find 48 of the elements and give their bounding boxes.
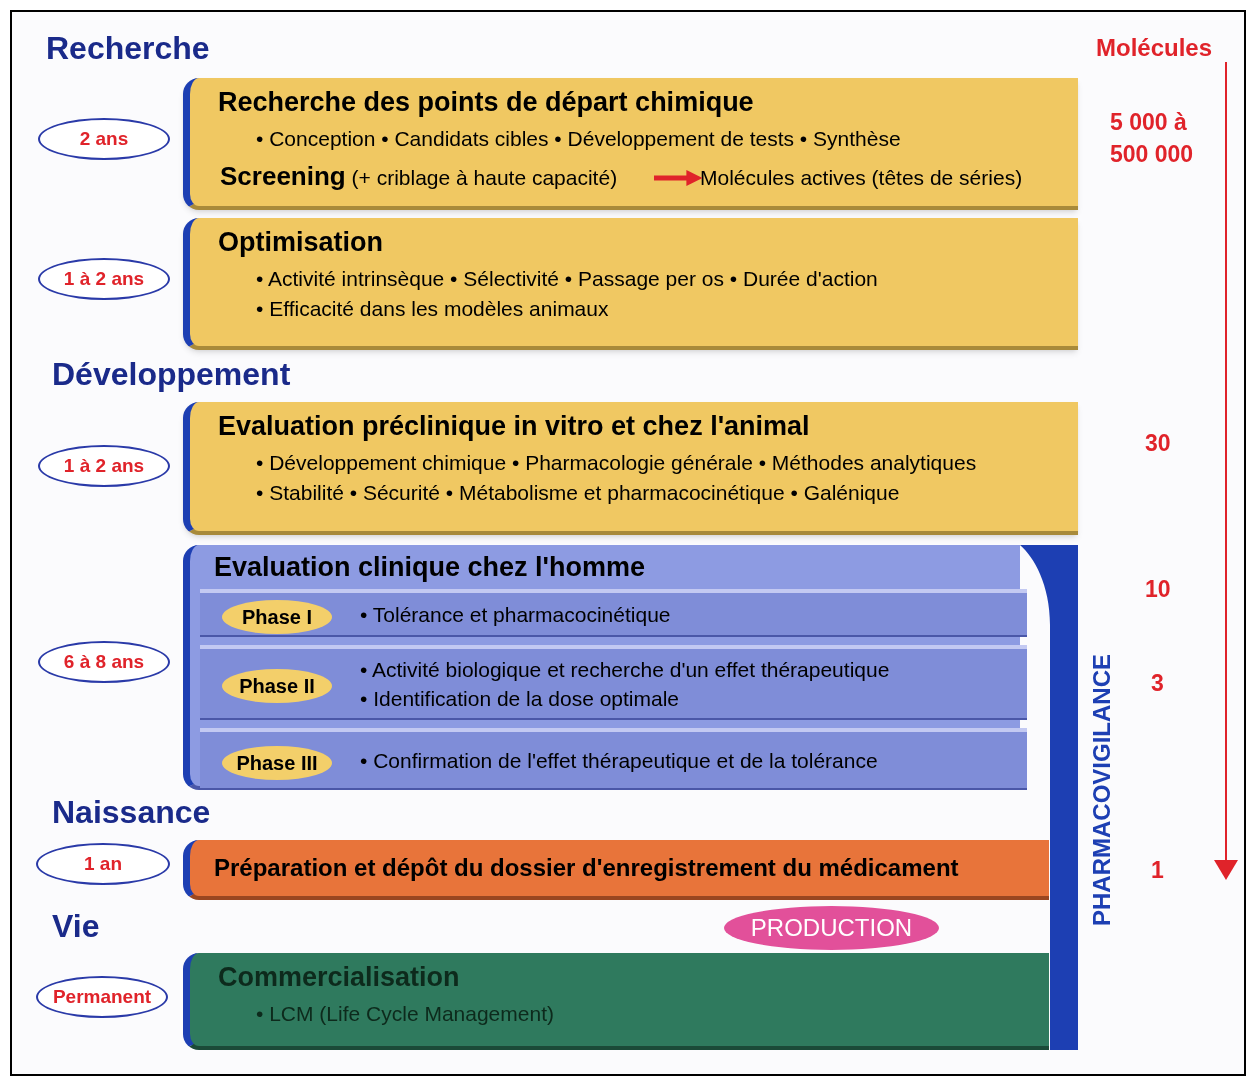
bullet-text: • Conception • Candidats cibles • Développement de tests • Synthèse (255, 126, 902, 152)
vertical-label: PHARMACOVIGILANCE (1087, 654, 1116, 926)
stage-title: Evaluation clinique chez l'homme (214, 551, 646, 584)
section-heading: Recherche (46, 29, 210, 68)
phase-band (200, 728, 1027, 790)
duration-label: 1 à 2 ans (63, 266, 145, 291)
bullet-text: • Efficacité dans les modèles animaux (255, 296, 610, 322)
stage-box (183, 218, 1078, 350)
molecule-count: 1 (1151, 856, 1164, 885)
phase-label: Phase III (236, 751, 318, 776)
screening-text: Molécules actives (têtes de séries) (700, 165, 1023, 192)
phase-label: Phase II (239, 674, 315, 699)
duration-label: 6 à 8 ans (63, 649, 145, 674)
bullet-text: • Tolérance et pharmacocinétique (360, 601, 672, 628)
duration-label: Permanent (52, 984, 152, 1009)
molecule-count: 10 (1145, 575, 1171, 604)
stage-box (183, 402, 1078, 535)
bullet-text: • Activité biologique et recherche d'un effet thérapeutique (360, 656, 891, 683)
bullet-text: • Stabilité • Sécurité • Métabolisme et pharmacocinétique • Galénique (255, 480, 901, 506)
production-label: PRODUCTION (750, 913, 913, 943)
bullet-text: • LCM (Life Cycle Management) (255, 1001, 555, 1027)
bullet-text: • Identification de la dose optimale (360, 685, 681, 712)
molecule-count: 30 (1145, 429, 1171, 458)
stage-box (183, 953, 1049, 1050)
stage-title: Préparation et dépôt du dossier d'enregistrement du médicament (214, 853, 959, 883)
section-heading: Développement (52, 355, 291, 394)
bullet-text: • Développement chimique • Pharmacologie générale • Méthodes analytiques (255, 450, 978, 476)
screening-text: Screening (+ criblage à haute capacité) (220, 159, 618, 193)
phase-band (200, 589, 1027, 637)
phase-band (200, 645, 1027, 720)
stage-box (183, 840, 1049, 900)
stage-title: Evaluation préclinique in vitro et chez l'animal (218, 410, 811, 443)
column-heading: Molécules (1096, 33, 1213, 63)
phase-label: Phase I (241, 605, 312, 630)
section-heading: Naissance (52, 793, 211, 832)
duration-label: 1 an (84, 851, 122, 876)
bullet-text: • Activité intrinsèque • Sélectivité • Passage per os • Durée d'action (255, 266, 879, 292)
bullet-text: • Confirmation de l'effet thérapeutique et de la tolérance (360, 747, 879, 774)
molecule-count: 5 000 à 500 000 (1110, 108, 1195, 169)
stage-title: Recherche des points de départ chimique (218, 86, 755, 119)
stage-title: Optimisation (218, 226, 384, 259)
duration-label: 2 ans (79, 126, 129, 151)
arrow (654, 170, 703, 186)
duration-label: 1 à 2 ans (63, 453, 145, 478)
stage-box (183, 78, 1078, 210)
molecule-count: 3 (1151, 669, 1164, 698)
stage-title: Commercialisation (218, 961, 461, 994)
section-heading: Vie (52, 907, 100, 946)
